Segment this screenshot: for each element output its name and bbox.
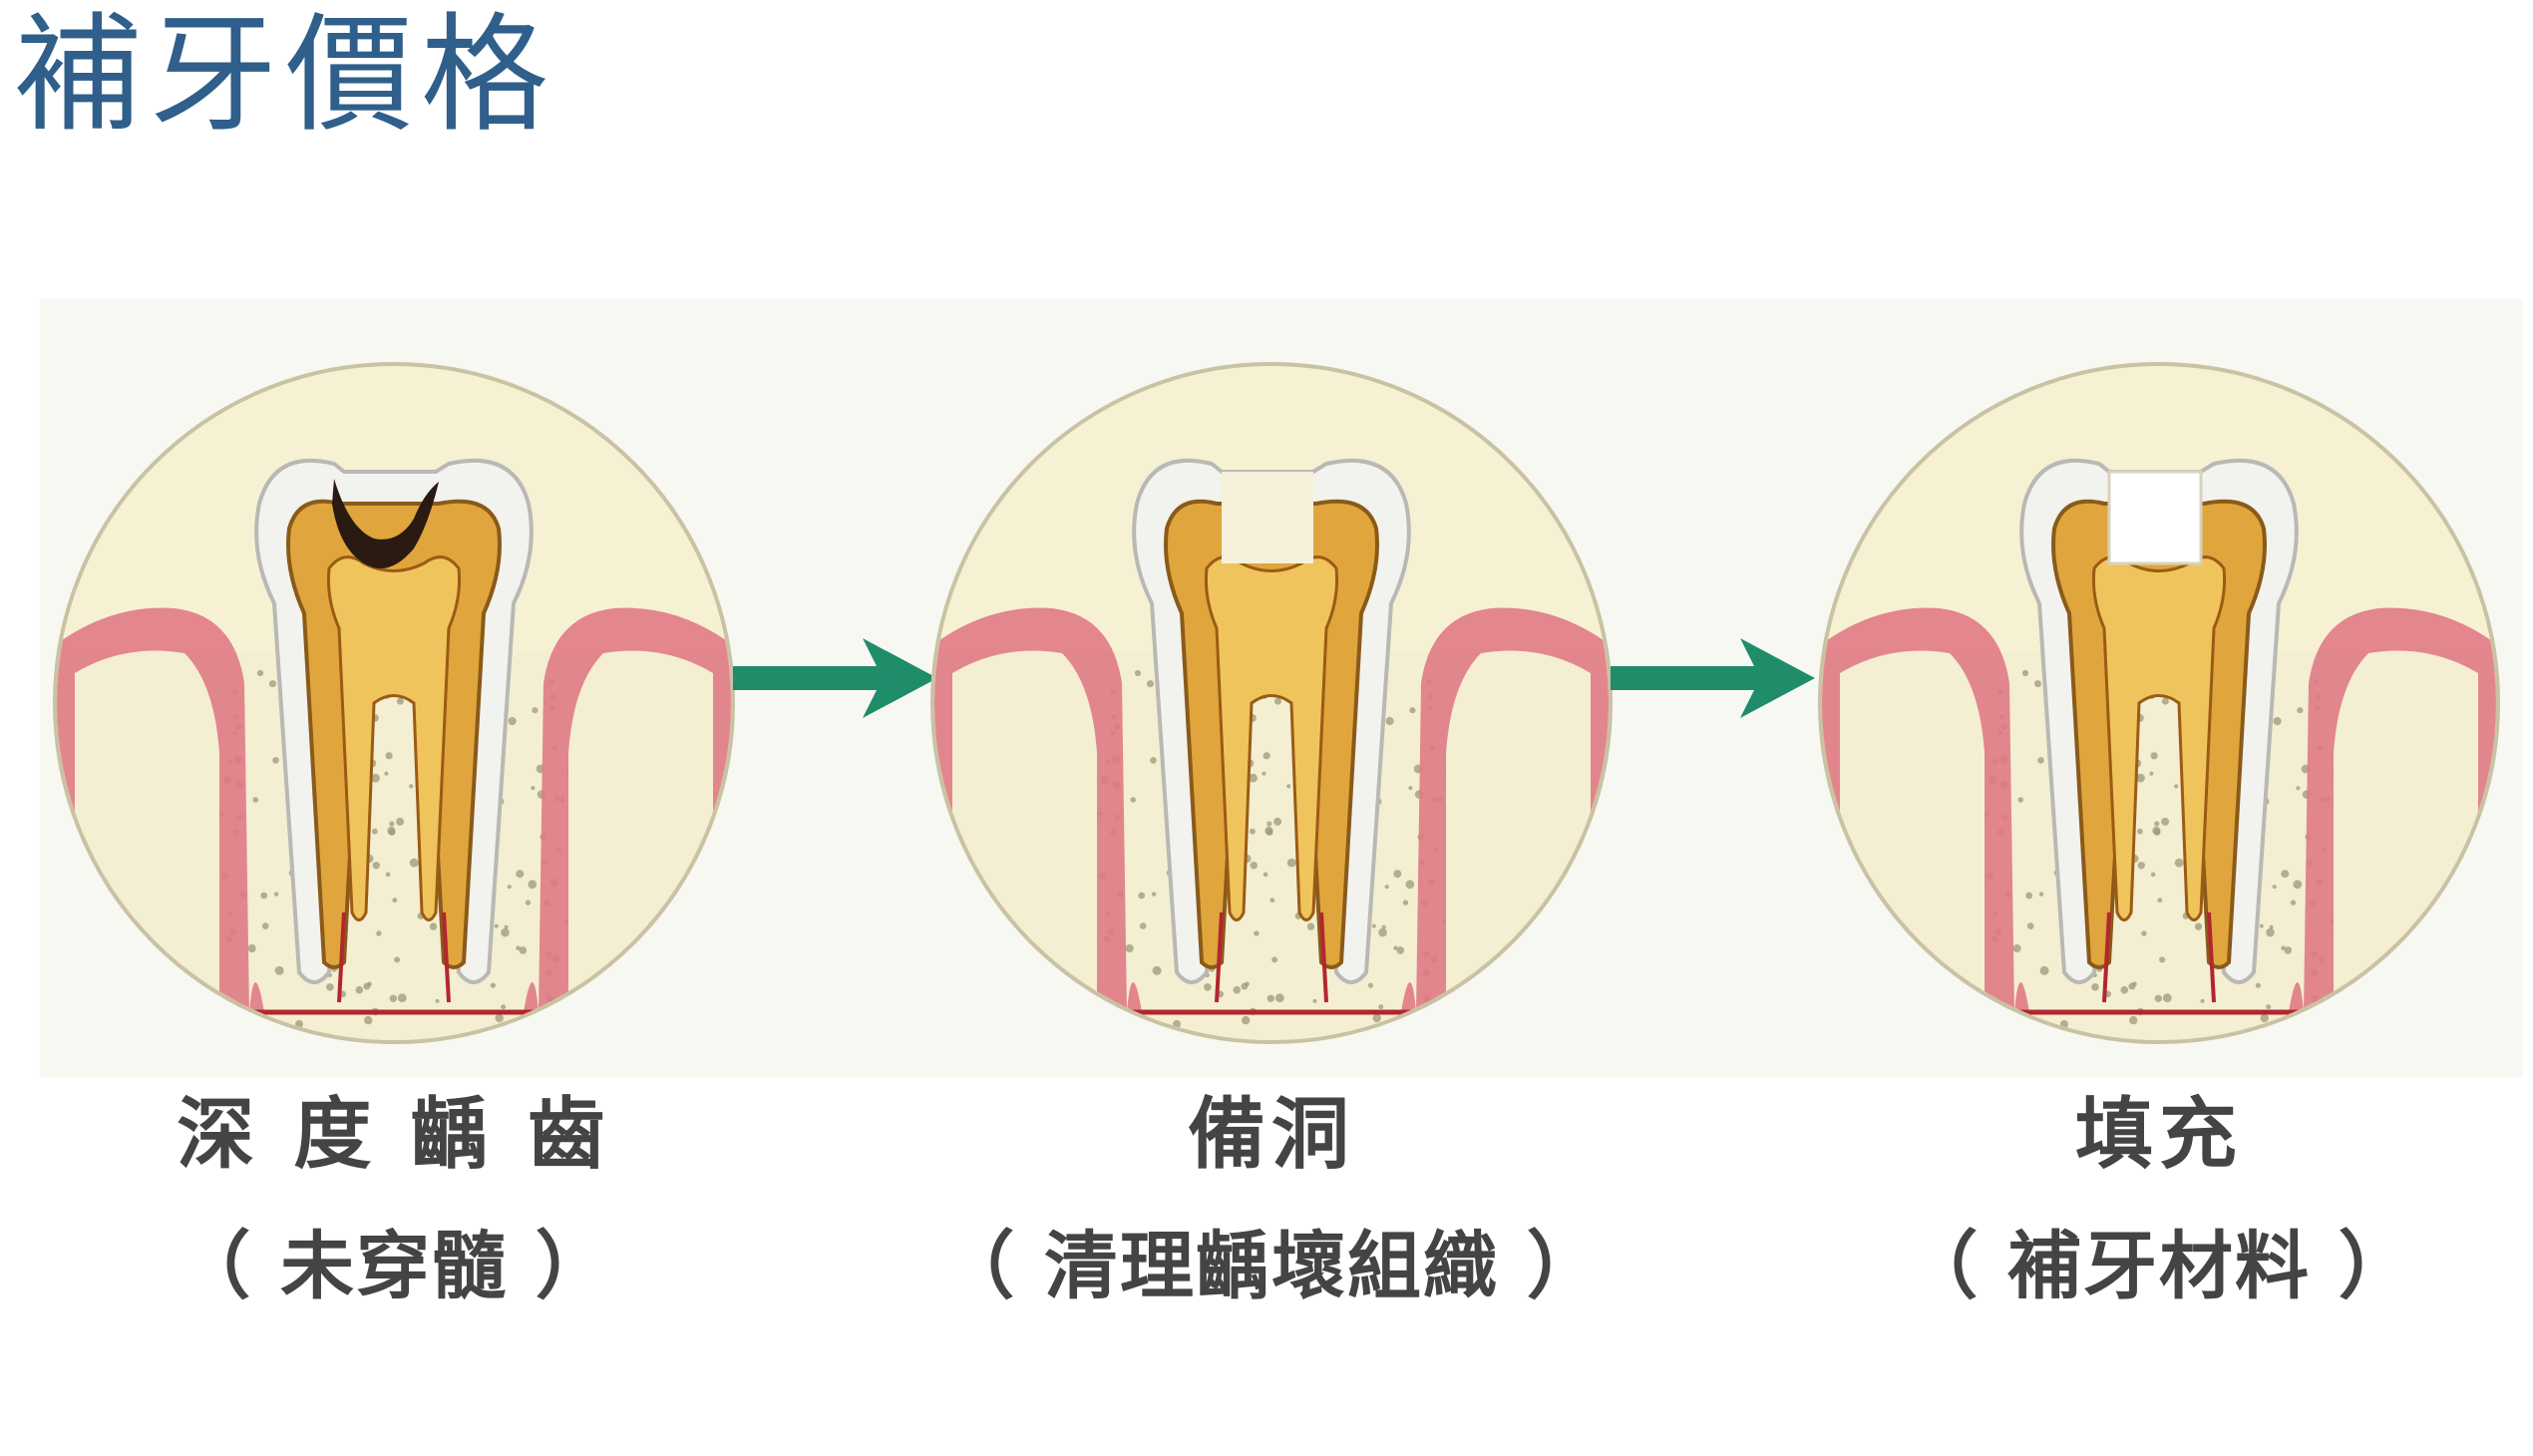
- step-2-sublabel: （ 清理齲壞組織 ）: [940, 1224, 1603, 1309]
- step-3-filled-illustration: [1810, 354, 2508, 1052]
- step-2-label: 備洞: [1187, 1090, 1355, 1180]
- step-3-label: 填充: [2074, 1090, 2243, 1180]
- tooth-cross-section-icon: [53, 362, 735, 1044]
- right-arrow-icon: [1611, 628, 1820, 728]
- step-1-decay-illustration: [45, 354, 743, 1052]
- page-title: 補牙價格: [14, 1, 557, 150]
- step-2-prepared-illustration: [922, 354, 1621, 1052]
- step-3-sublabel: （ 補牙材料 ）: [1904, 1224, 2414, 1309]
- step-1-sublabel: （ 未穿髓 ）: [177, 1224, 611, 1309]
- tooth-cross-section-icon: [930, 362, 1613, 1044]
- step-1-label: 深 度 齲 齒: [177, 1090, 611, 1180]
- right-arrow-icon: [733, 628, 942, 728]
- tooth-cross-section-icon: [1818, 362, 2500, 1044]
